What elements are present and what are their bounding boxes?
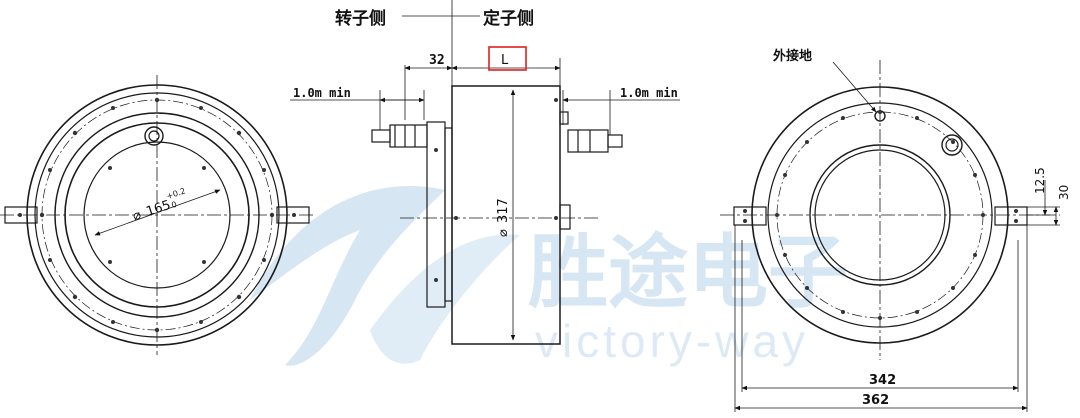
right-bore-outer bbox=[809, 144, 951, 286]
left-front-view bbox=[0, 75, 315, 355]
right-bolts bbox=[743, 110, 1018, 320]
dim-317-label: ⌀ 317 bbox=[496, 198, 511, 237]
dim-342-label: 342 bbox=[869, 373, 896, 388]
side-bolts bbox=[434, 98, 558, 282]
dim-L-label: L bbox=[501, 53, 509, 68]
svg-text:12.5: 12.5 bbox=[1033, 167, 1047, 194]
left-lug-left bbox=[4, 206, 38, 224]
watermark-logo-swoosh bbox=[250, 185, 445, 366]
left-bore bbox=[83, 141, 231, 289]
left-dia-165-label: ⌀ 165 +0.2 0 bbox=[131, 186, 187, 224]
dim-12-5-label: 12.5 bbox=[1033, 167, 1047, 194]
clearance-right-label: 1.0m min bbox=[620, 86, 678, 100]
side-view bbox=[290, 0, 680, 345]
side-rotor-flange-inner bbox=[444, 127, 453, 302]
right-connector bbox=[941, 134, 963, 156]
watermark: 胜途电子 victory-way bbox=[250, 185, 848, 367]
left-middle-ring bbox=[54, 112, 260, 318]
watermark-english: victory-way bbox=[535, 315, 809, 367]
left-connector-inner bbox=[148, 130, 160, 142]
left-outer-ring-2 bbox=[34, 92, 280, 338]
dim-30-label: 30 bbox=[1057, 185, 1071, 200]
right-bore bbox=[814, 149, 946, 281]
dim-32-label: 32 bbox=[429, 53, 445, 68]
left-inner-ring bbox=[64, 122, 250, 308]
right-outer-ring bbox=[751, 86, 1009, 344]
left-outer-ring bbox=[26, 84, 288, 346]
svg-text:+0.2: +0.2 bbox=[165, 186, 186, 201]
stator-side-label: 定子侧 bbox=[483, 8, 534, 29]
svg-text:165: 165 bbox=[144, 198, 172, 220]
svg-text:317: 317 bbox=[496, 198, 511, 223]
watermark-chinese: 胜途电子 bbox=[528, 226, 848, 319]
svg-text:30: 30 bbox=[1057, 185, 1071, 200]
svg-text:⌀: ⌀ bbox=[496, 229, 511, 237]
right-lug-left bbox=[733, 206, 767, 226]
side-right-connector bbox=[567, 129, 609, 153]
external-ground-label: 外接地 bbox=[772, 48, 812, 64]
left-bolts bbox=[18, 97, 296, 333]
left-lug-right bbox=[276, 206, 310, 224]
dim-362-label: 362 bbox=[862, 393, 889, 408]
svg-text:0: 0 bbox=[170, 200, 178, 210]
ground-leader bbox=[832, 61, 877, 113]
right-lug-right bbox=[994, 206, 1028, 226]
left-dia-165-line bbox=[94, 189, 221, 236]
dim-L-highlight-box bbox=[488, 46, 527, 71]
left-connector bbox=[144, 126, 164, 146]
clearance-left-label: 1.0m min bbox=[293, 86, 351, 100]
rotor-side-label: 转子侧 bbox=[335, 8, 386, 29]
right-outer-ring-2 bbox=[767, 102, 993, 328]
